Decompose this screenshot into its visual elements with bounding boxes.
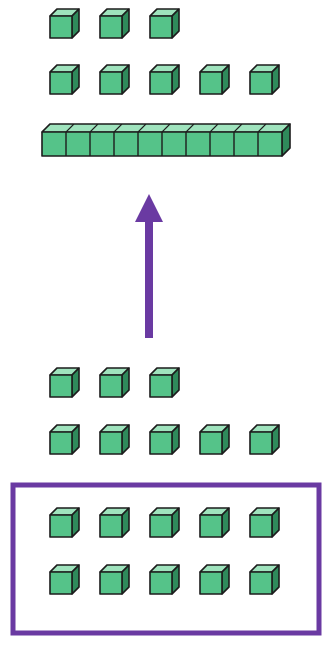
unit-cube xyxy=(49,8,80,39)
unit-cube xyxy=(99,367,130,398)
bottom-ones-row-1 xyxy=(49,367,180,398)
unit-cube xyxy=(199,64,230,95)
unit-cube xyxy=(99,64,130,95)
unit-cube xyxy=(149,367,180,398)
unit-cube xyxy=(49,367,80,398)
unit-cube xyxy=(149,507,180,538)
unit-cube xyxy=(199,507,230,538)
top-ones-row-2 xyxy=(49,64,280,95)
arrow-up-icon xyxy=(135,194,163,222)
bottom-ones-row-2 xyxy=(49,424,280,455)
top-ones-row-1 xyxy=(49,8,180,39)
boxed-ones-row-1 xyxy=(49,507,280,538)
unit-cube xyxy=(99,8,130,39)
unit-cube xyxy=(49,64,80,95)
unit-cube xyxy=(149,8,180,39)
unit-cube xyxy=(99,564,130,595)
unit-cube xyxy=(49,507,80,538)
unit-cube xyxy=(149,424,180,455)
unit-cube xyxy=(249,424,280,455)
unit-cube xyxy=(49,424,80,455)
unit-cube xyxy=(149,564,180,595)
boxed-ones-row-2 xyxy=(49,564,280,595)
group-of-ten-box xyxy=(10,482,322,636)
unit-cube xyxy=(249,64,280,95)
unit-cube xyxy=(49,564,80,595)
unit-cube xyxy=(149,64,180,95)
unit-cube xyxy=(199,564,230,595)
unit-cube xyxy=(99,507,130,538)
unit-cube xyxy=(99,424,130,455)
regroup-arrow xyxy=(135,194,163,338)
arrow-shaft xyxy=(145,218,153,338)
unit-cube xyxy=(249,507,280,538)
ten-rod xyxy=(41,123,291,157)
unit-cube xyxy=(199,424,230,455)
unit-cube xyxy=(249,564,280,595)
